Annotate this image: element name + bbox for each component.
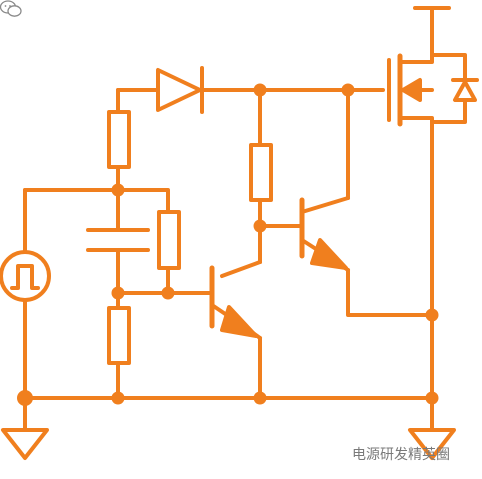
emitter-arrow-lower — [220, 305, 258, 338]
wires — [23, 6, 434, 400]
diode — [156, 66, 204, 114]
watermark-text: 电源研发精英圈 — [352, 447, 450, 463]
wechat-icon — [0, 0, 22, 17]
resistor-parallel — [157, 210, 181, 270]
junctions — [17, 83, 439, 406]
pulse-source-icon — [0, 250, 51, 302]
resistor-bottom-left — [107, 306, 131, 365]
body-diode — [451, 78, 479, 102]
mosfet — [387, 53, 467, 127]
mosfet-arrow — [401, 78, 422, 102]
resistor-gate — [249, 143, 273, 202]
resistor-top-left — [107, 110, 131, 169]
emitter-arrow-upper — [310, 238, 348, 270]
ground-left-icon — [1, 396, 49, 460]
capacitor — [86, 228, 150, 252]
